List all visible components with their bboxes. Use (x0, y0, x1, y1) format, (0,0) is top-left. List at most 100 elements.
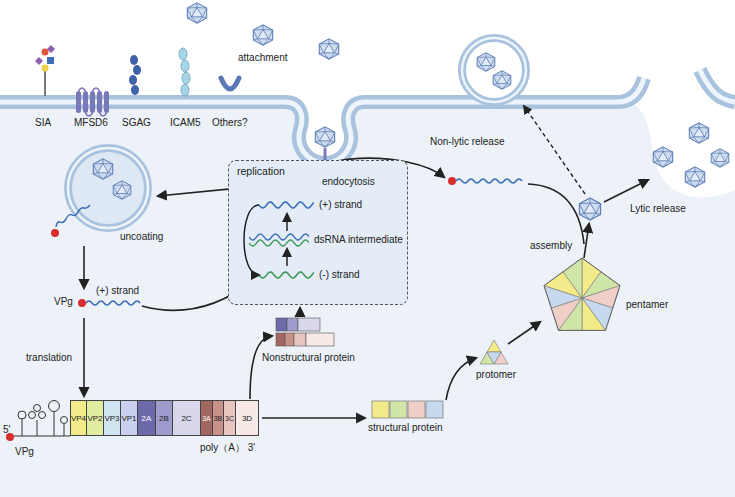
pentamer-part (582, 298, 613, 330)
sgag-unit (130, 55, 138, 65)
membrane-core (700, 70, 735, 102)
endosome-core (68, 148, 148, 228)
glycan (42, 49, 49, 56)
bound-receptor (324, 148, 327, 160)
receptor-stalk (44, 70, 46, 96)
flow-arrow (250, 336, 272, 399)
icam5-domain (182, 72, 190, 84)
flow-arrow (446, 358, 476, 400)
strand-wave (259, 266, 314, 284)
pentamer-part (563, 258, 582, 298)
step-label: protomer (476, 369, 516, 381)
cell-membrane (700, 70, 735, 102)
minus-strand-line (259, 272, 314, 278)
pentamer-part (582, 298, 606, 330)
plus-strand-line (249, 234, 309, 240)
flow-arrow (83, 246, 85, 288)
icam5-domain (179, 48, 187, 60)
segment-label: VP3 (104, 414, 119, 423)
virion (685, 167, 704, 187)
receptor-label: SGAG (122, 117, 151, 129)
step-label: translation (26, 352, 72, 364)
step-label: uncoating (120, 231, 163, 243)
segment-label: 2B (159, 414, 169, 423)
virion (579, 198, 600, 220)
icam5-domain (181, 84, 189, 96)
box-title: replication (237, 165, 285, 177)
tm-helix (90, 91, 95, 113)
vpg-label: VPg (15, 446, 34, 458)
end-label: 5' (3, 424, 10, 436)
glycan (42, 65, 49, 72)
genome-segment: 2B (155, 400, 173, 436)
flow-connector (286, 249, 288, 266)
virion (113, 181, 131, 199)
genome-segment: 3D (235, 400, 259, 436)
receptor-label: MFSD6 (74, 117, 108, 129)
release-vesicle (462, 38, 526, 102)
segment-label: 2C (181, 414, 191, 423)
tm-helix (76, 91, 81, 113)
replication-box: replication (+) strand dsRNA intermediate (… (228, 160, 408, 305)
sgag-unit (131, 85, 139, 95)
step-label: attachment (238, 52, 287, 64)
protein-2b (287, 318, 298, 331)
genome-segment: VP1 (120, 400, 138, 436)
vpg-label: VPg (54, 296, 73, 308)
minus-strand: (-) strand (259, 266, 399, 284)
loop (49, 401, 60, 412)
flow-arrow (299, 308, 301, 316)
protein-3c (294, 333, 306, 346)
protein-vp3 (408, 401, 425, 418)
viral-rna (456, 179, 522, 183)
end-label: poly（A） 3' (200, 442, 255, 454)
segment-label: VP1 (121, 414, 136, 423)
loop (39, 412, 46, 419)
stem (64, 424, 65, 436)
flow-arrow (604, 180, 648, 202)
strand-label: dsRNA intermediate (314, 234, 403, 245)
virion (315, 127, 334, 147)
virion (187, 3, 206, 23)
segment-label: VP4 (71, 414, 86, 423)
vpg-dot (78, 299, 86, 307)
flow-connector (286, 214, 288, 231)
virion (93, 159, 112, 179)
virion (477, 53, 495, 71)
protein-3d (306, 333, 334, 346)
protein-vp4 (372, 401, 389, 418)
genome-segment: 2C (172, 400, 201, 436)
segment-label: VP2 (87, 414, 102, 423)
loop (29, 412, 36, 419)
plus-strand: (+) strand (259, 196, 399, 214)
virion (653, 147, 672, 167)
flow-arrow (83, 318, 85, 396)
virion (493, 71, 511, 89)
pentamer-outline (544, 258, 620, 330)
protein-label: structural protein (368, 422, 442, 434)
protomer-part (487, 340, 501, 352)
segment-label: 3D (242, 414, 252, 423)
tm-helix (104, 91, 109, 113)
strand-wave (249, 231, 309, 249)
strand-wave (259, 196, 314, 214)
receptor-label: ICAM5 (170, 117, 201, 129)
protein-vp2 (390, 401, 407, 418)
mfsd6-receptor (76, 88, 109, 116)
genome-segment: VP4 (70, 400, 87, 436)
segment-label: 3B (214, 415, 223, 422)
protein-vp1 (426, 401, 443, 418)
protein-3b (285, 333, 294, 346)
step-label: pentamer (626, 299, 668, 311)
flow-arrow (508, 322, 540, 344)
loop (18, 411, 26, 419)
receptor-label: SIA (35, 117, 51, 129)
loop (61, 417, 68, 424)
icam5-domain (181, 60, 189, 72)
step-label: endocytosis (322, 176, 375, 188)
vpg-dot (448, 177, 456, 185)
step-label: assembly (530, 240, 572, 252)
segment-label: 3C (225, 415, 234, 422)
